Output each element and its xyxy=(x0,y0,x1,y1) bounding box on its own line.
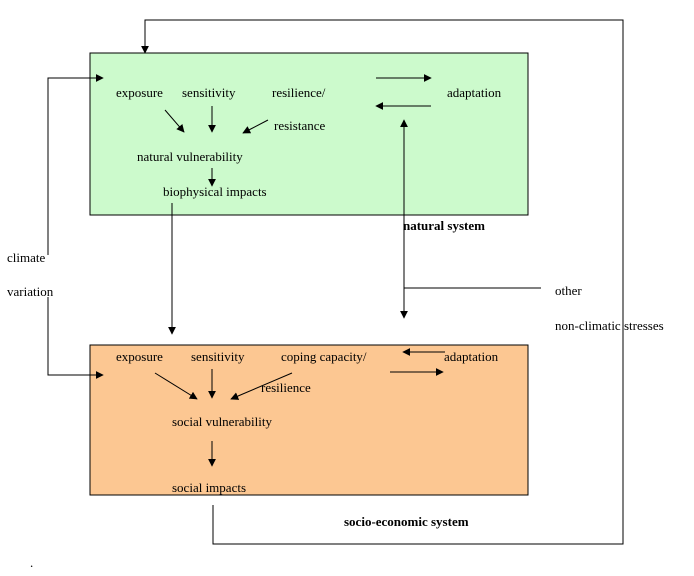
natural-vulnerability-label: natural vulnerability xyxy=(137,149,243,164)
social-adaptation-label: adaptation xyxy=(444,349,499,364)
social-vulnerability-label: social vulnerability xyxy=(172,414,273,429)
climate-label: climate xyxy=(7,250,45,265)
social-impacts-label: social impacts xyxy=(172,480,246,495)
coping-capacity-label: coping capacity/ xyxy=(281,349,367,364)
natural-system-title: natural system xyxy=(403,218,485,233)
social-exposure-label: exposure xyxy=(116,349,163,364)
exposure-to-soc-vuln-arrow xyxy=(154,372,198,400)
social-sensitivity-label: sensitivity xyxy=(191,349,245,364)
climate-to-socio-arrow xyxy=(47,297,104,379)
natural-exposure-label: exposure xyxy=(116,85,163,100)
variation-label: variation xyxy=(7,284,54,299)
feedback-loop-connector xyxy=(141,19,624,545)
resilience-to-nat-vuln-arrow xyxy=(242,119,269,134)
climate-to-natural-arrow xyxy=(47,74,104,255)
natural-adaptation-label: adaptation xyxy=(447,85,502,100)
natural-system-box xyxy=(89,52,529,216)
natural-resilience-label: resilience/ xyxy=(272,85,326,100)
exposure-to-nat-vuln-arrow xyxy=(164,109,185,133)
natural-resistance-label: resistance xyxy=(274,118,325,133)
non-climatic-stresses-label: non-climatic stresses xyxy=(555,318,664,333)
footnote-mark: . xyxy=(30,555,33,570)
biophysical-impacts-label: biophysical impacts xyxy=(163,184,267,199)
other-label: other xyxy=(555,283,582,298)
socio-economic-system-box xyxy=(89,344,529,496)
social-resilience-label: resilience xyxy=(261,380,311,395)
natural-sensitivity-label: sensitivity xyxy=(182,85,236,100)
coping-to-soc-vuln-arrow xyxy=(230,372,293,400)
socio-economic-system-title: socio-economic system xyxy=(344,514,469,529)
